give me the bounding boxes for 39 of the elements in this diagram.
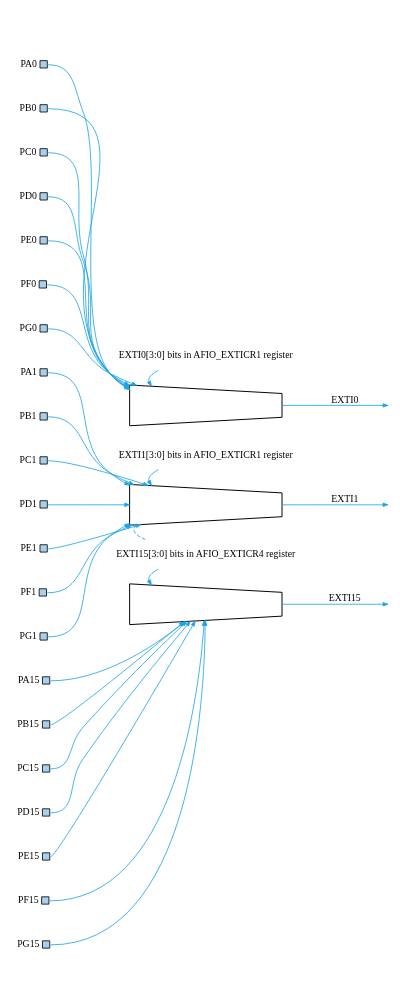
arrow [281,602,389,607]
node-label: PE1 [20,541,37,553]
node-label: PC0 [19,145,37,157]
edge-label: EXTI1 [331,493,359,505]
node-label: PG15 [17,938,40,950]
node-label: PF1 [20,585,37,597]
node-text: EXTI15[3:0] bits in AFIO_EXTICR4 register [116,548,296,560]
node-text: EXTI1[3:0] bits in AFIO_EXTICR1 register [118,448,293,460]
node-label: PG0 [19,321,37,333]
arrow [47,502,130,507]
arrow [281,403,389,408]
node-label: PF0 [20,277,37,289]
node-label: PE0 [20,233,37,245]
arrow [47,416,135,486]
node-trapezoid [129,384,283,427]
arrow [47,523,130,638]
arrow [47,460,149,486]
edge-label: EXTI0 [331,393,359,405]
node-label: PE15 [17,849,40,861]
node-label: PA0 [20,57,37,69]
node-text: EXTI0[3:0] bits in AFIO_EXTICR1 register [118,349,293,361]
edge-label: EXTI15 [328,592,361,604]
node-label: PD15 [17,805,40,817]
node-label: PD0 [19,189,37,201]
arrow [281,502,389,507]
arrow [147,568,159,586]
node-label: PD1 [19,497,37,509]
arrow [147,369,159,387]
node-label: PA1 [20,365,37,377]
node-label: PG1 [19,629,37,641]
node-label: PA15 [17,673,40,685]
node-label: PC15 [17,761,39,773]
connector [133,524,147,541]
node-label: PB1 [19,409,37,421]
node-label: PC1 [19,453,37,465]
node-label: PB0 [19,101,37,113]
node-label: PB15 [17,717,39,729]
arrow [147,469,159,486]
node-label: PF15 [17,894,39,905]
